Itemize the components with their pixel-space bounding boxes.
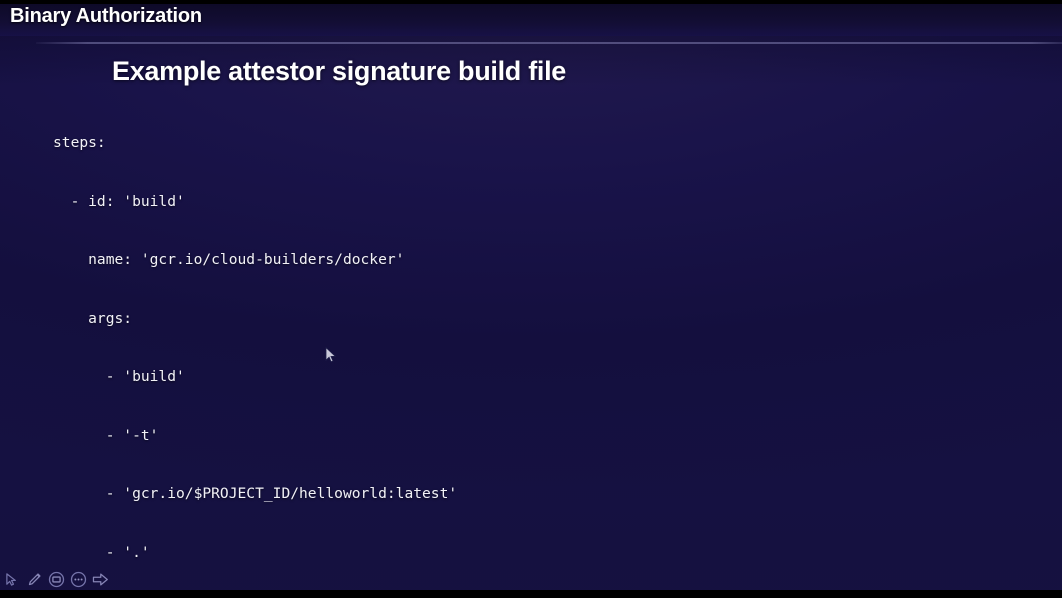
code-block: steps: - id: 'build' name: 'gcr.io/cloud… <box>53 94 1038 598</box>
presenter-toolbar[interactable] <box>0 568 113 590</box>
code-line: args: <box>53 309 133 327</box>
letterbox-bottom <box>0 590 1062 598</box>
pen-icon[interactable] <box>25 570 44 589</box>
pointer-icon[interactable] <box>3 570 22 589</box>
code-line: - 'gcr.io/$PROJECT_ID/helloworld:latest' <box>53 485 458 502</box>
code-line: - '.' <box>53 543 150 561</box>
mouse-cursor-icon <box>325 347 337 363</box>
screen-icon[interactable] <box>47 570 66 589</box>
header-band <box>0 4 1062 36</box>
slide-background <box>0 4 1062 590</box>
code-line: name: 'gcr.io/cloud-builders/docker' <box>53 251 405 268</box>
code-line: - id: 'build' <box>53 192 185 210</box>
code-line: - '-t' <box>53 426 159 444</box>
code-line: steps: <box>53 134 106 151</box>
next-slide-arrow-icon[interactable] <box>91 570 110 589</box>
letterbox-top <box>0 0 1062 4</box>
deck-title: Binary Authorization <box>10 5 202 27</box>
code-line: - 'build' <box>53 368 185 385</box>
more-options-icon[interactable] <box>69 570 88 589</box>
slide-title: Example attestor signature build file <box>112 56 567 86</box>
header-divider <box>36 42 1062 44</box>
